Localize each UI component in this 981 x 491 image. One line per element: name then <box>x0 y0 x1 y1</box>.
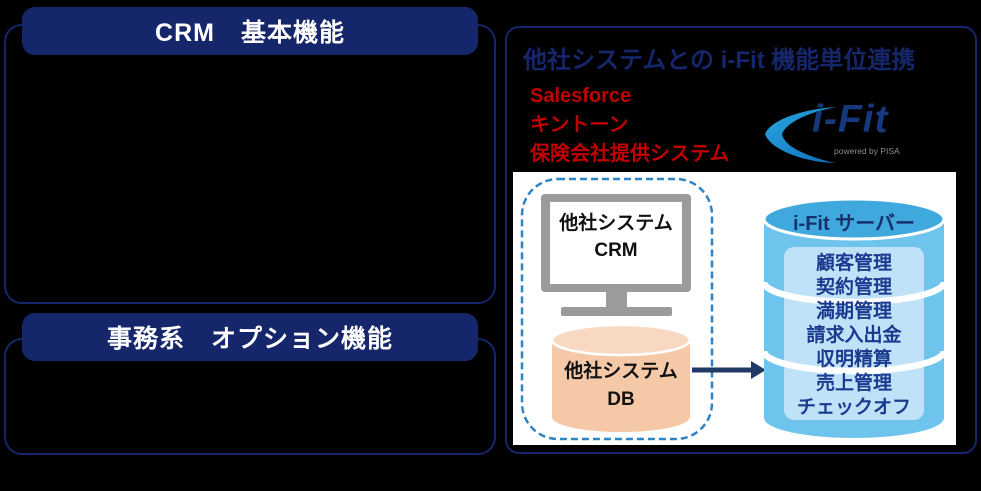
other-system-crm-line2: CRM <box>594 240 638 261</box>
other-system-db-line1: 他社システム <box>564 361 678 382</box>
external-system-item: キントーン <box>530 114 629 136</box>
dashed-boundary <box>520 177 714 441</box>
server-feature: 契約管理 <box>815 277 892 298</box>
crm-basic-functions-box <box>4 24 496 304</box>
ifit-server-title: i-Fit サーバー <box>792 213 915 235</box>
external-system-item: 保険会社提供システム <box>530 143 730 165</box>
other-system-db-line2: DB <box>607 389 635 410</box>
server-feature: 売上管理 <box>815 373 892 394</box>
database-icon-other <box>550 323 692 432</box>
arrow-icon <box>692 361 766 379</box>
swoosh-icon <box>765 107 837 163</box>
external-systems-list: Salesforce キントーン 保険会社提供システム <box>530 82 729 169</box>
diagram-shapes <box>520 177 948 441</box>
crm-basic-functions-header: CRM 基本機能 <box>22 7 478 55</box>
integration-diagram: 他社システム CRM 他社システム DB i-Fit サーバー 顧客管理 契約管… <box>513 172 956 445</box>
server-feature: 満期管理 <box>815 301 892 322</box>
ifit-logo: i-Fit powered by PISA <box>760 96 932 170</box>
server-feature: チェックオフ <box>796 397 911 418</box>
server-feature: 顧客管理 <box>815 253 892 274</box>
external-system-item: Salesforce <box>530 85 632 107</box>
office-option-functions-header: 事務系 オプション機能 <box>22 313 478 361</box>
integration-panel-title: 他社システムとの i-Fit 機能単位連携 <box>523 47 916 74</box>
other-system-crm-line1: 他社システム <box>559 213 673 234</box>
integration-panel: 他社システムとの i-Fit 機能単位連携 Salesforce キントーン 保… <box>505 26 977 454</box>
other-system-crm-label: 他社システム CRM <box>541 210 691 264</box>
ifit-logo-text: i-Fit <box>812 98 889 141</box>
crm-basic-functions-title: CRM 基本機能 <box>155 19 345 47</box>
monitor-icon <box>541 194 691 316</box>
ifit-logo-tagline: powered by PISA <box>834 146 900 156</box>
server-feature: 請求入出金 <box>806 325 902 346</box>
office-option-functions-title: 事務系 オプション機能 <box>106 325 393 353</box>
database-icon-ifit-server <box>760 197 948 438</box>
server-feature: 収明精算 <box>815 349 892 370</box>
other-system-db-label: 他社システム DB <box>552 358 690 414</box>
ifit-server-feature-list: 顧客管理 契約管理 満期管理 請求入出金 収明精算 売上管理 チェックオフ <box>764 252 944 420</box>
